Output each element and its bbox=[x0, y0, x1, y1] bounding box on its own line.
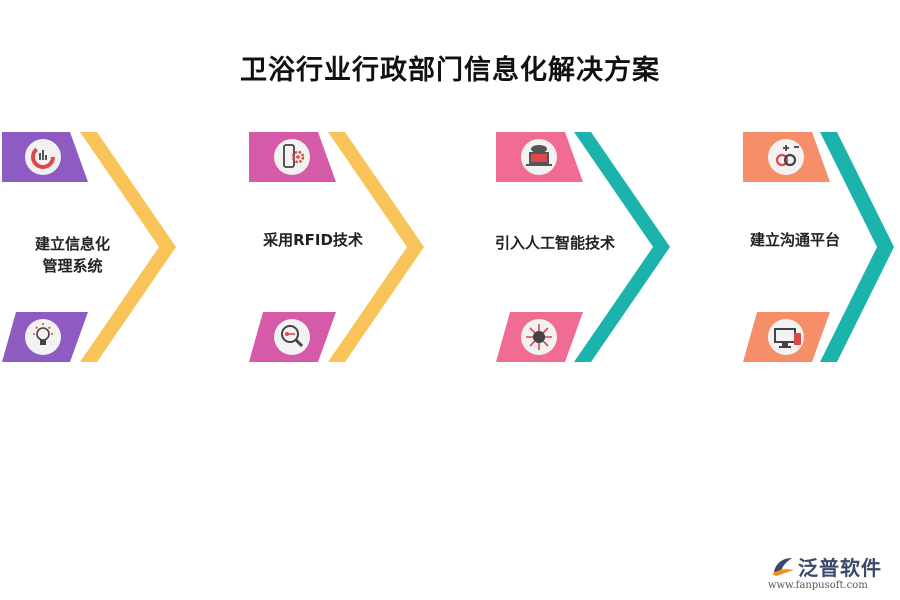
step-2-label-line1: 采用RFID技术 bbox=[263, 231, 363, 249]
magnifier-key-icon bbox=[274, 319, 310, 355]
step-2 bbox=[249, 132, 424, 362]
step-3-chevron bbox=[574, 132, 670, 362]
brand-logo-icon bbox=[772, 558, 794, 576]
brand-logo: 泛普软件 www.fanpusoft.com bbox=[768, 552, 893, 596]
step-4-label: 建立沟通平台 bbox=[730, 229, 860, 251]
cloud-laptop-icon bbox=[521, 139, 557, 175]
page-title: 卫浴行业行政部门信息化解决方案 bbox=[240, 55, 660, 86]
step-1-label-line2: 管理系统 bbox=[42, 257, 103, 275]
link-plus-icon bbox=[768, 139, 804, 175]
dashboard-chart-icon bbox=[25, 139, 61, 175]
step-3-label: 引入人工智能技术 bbox=[480, 232, 630, 254]
step-4 bbox=[743, 132, 894, 362]
step-1-label: 建立信息化 管理系统 bbox=[10, 233, 135, 277]
step-2-chevron bbox=[328, 132, 424, 362]
mobile-gear-icon bbox=[274, 139, 310, 175]
step-2-label: 采用RFID技术 bbox=[243, 229, 383, 251]
step-4-label-line1: 建立沟通平台 bbox=[749, 231, 840, 249]
step-1-label-line1: 建立信息化 bbox=[34, 235, 110, 253]
monitor-phone-icon bbox=[768, 319, 804, 355]
step-1 bbox=[2, 132, 176, 362]
step-3 bbox=[496, 132, 670, 362]
step-3-label-line1: 引入人工智能技术 bbox=[494, 234, 615, 252]
brand-name: 泛普软件 bbox=[798, 556, 882, 580]
brand-url: www.fanpusoft.com bbox=[768, 580, 868, 591]
lightbulb-icon bbox=[25, 319, 61, 355]
step-4-chevron bbox=[820, 132, 894, 362]
globe-arrows-icon bbox=[521, 319, 557, 355]
step-1-chevron bbox=[80, 132, 176, 362]
